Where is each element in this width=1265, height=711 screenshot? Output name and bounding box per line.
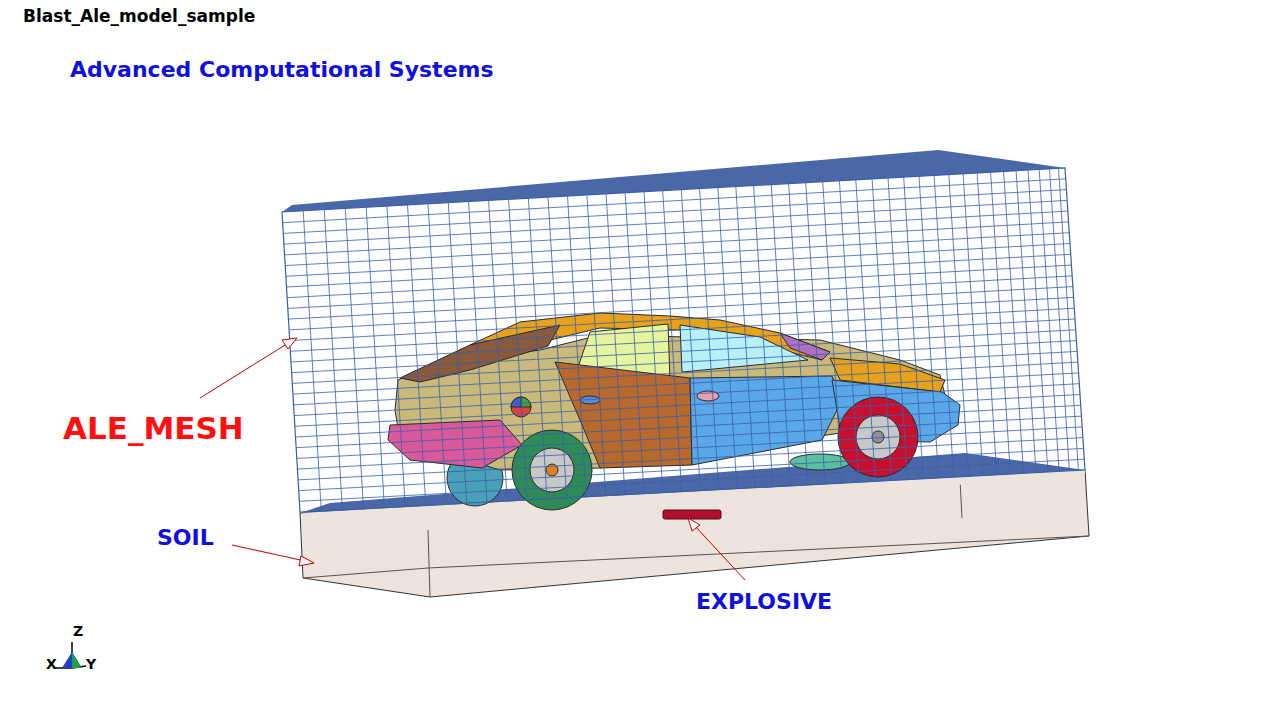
axis-label: X (46, 657, 57, 671)
mesh-top (282, 150, 1065, 212)
soil-top (300, 470, 1085, 530)
part-label: EXPLOSIVE (696, 591, 832, 613)
axis-triad (54, 642, 86, 668)
diagram-title: Blast_Ale_model_sample (23, 8, 255, 25)
ale-mesh-outline (282, 168, 1085, 512)
organization-name: Advanced Computational Systems (70, 59, 494, 81)
soil-edge (303, 536, 1089, 578)
axis-marker (62, 652, 82, 668)
axis-label: Z (73, 624, 83, 638)
wheel (838, 397, 918, 477)
soil-edge (428, 530, 430, 597)
fuel-cap (521, 397, 531, 407)
arrowhead (688, 518, 700, 531)
fuel-cap (511, 397, 521, 407)
car-window (680, 325, 808, 372)
leader-line (200, 342, 290, 398)
soil-edge (960, 480, 962, 518)
explosive-charge (663, 510, 721, 519)
wheel-hub (872, 431, 884, 443)
leader-lines (200, 338, 745, 580)
leader-line (694, 525, 745, 580)
part-label: SOIL (157, 527, 214, 549)
arrowhead (282, 338, 297, 349)
ale-mesh-grid (283, 168, 1085, 511)
part-label: ALE_MESH (63, 413, 244, 444)
car-pillar (780, 333, 830, 360)
arrowhead (299, 556, 314, 566)
axis-label: Y (86, 657, 96, 671)
car-model (388, 313, 960, 510)
leader-line (232, 545, 305, 561)
axis-marker (72, 652, 82, 668)
